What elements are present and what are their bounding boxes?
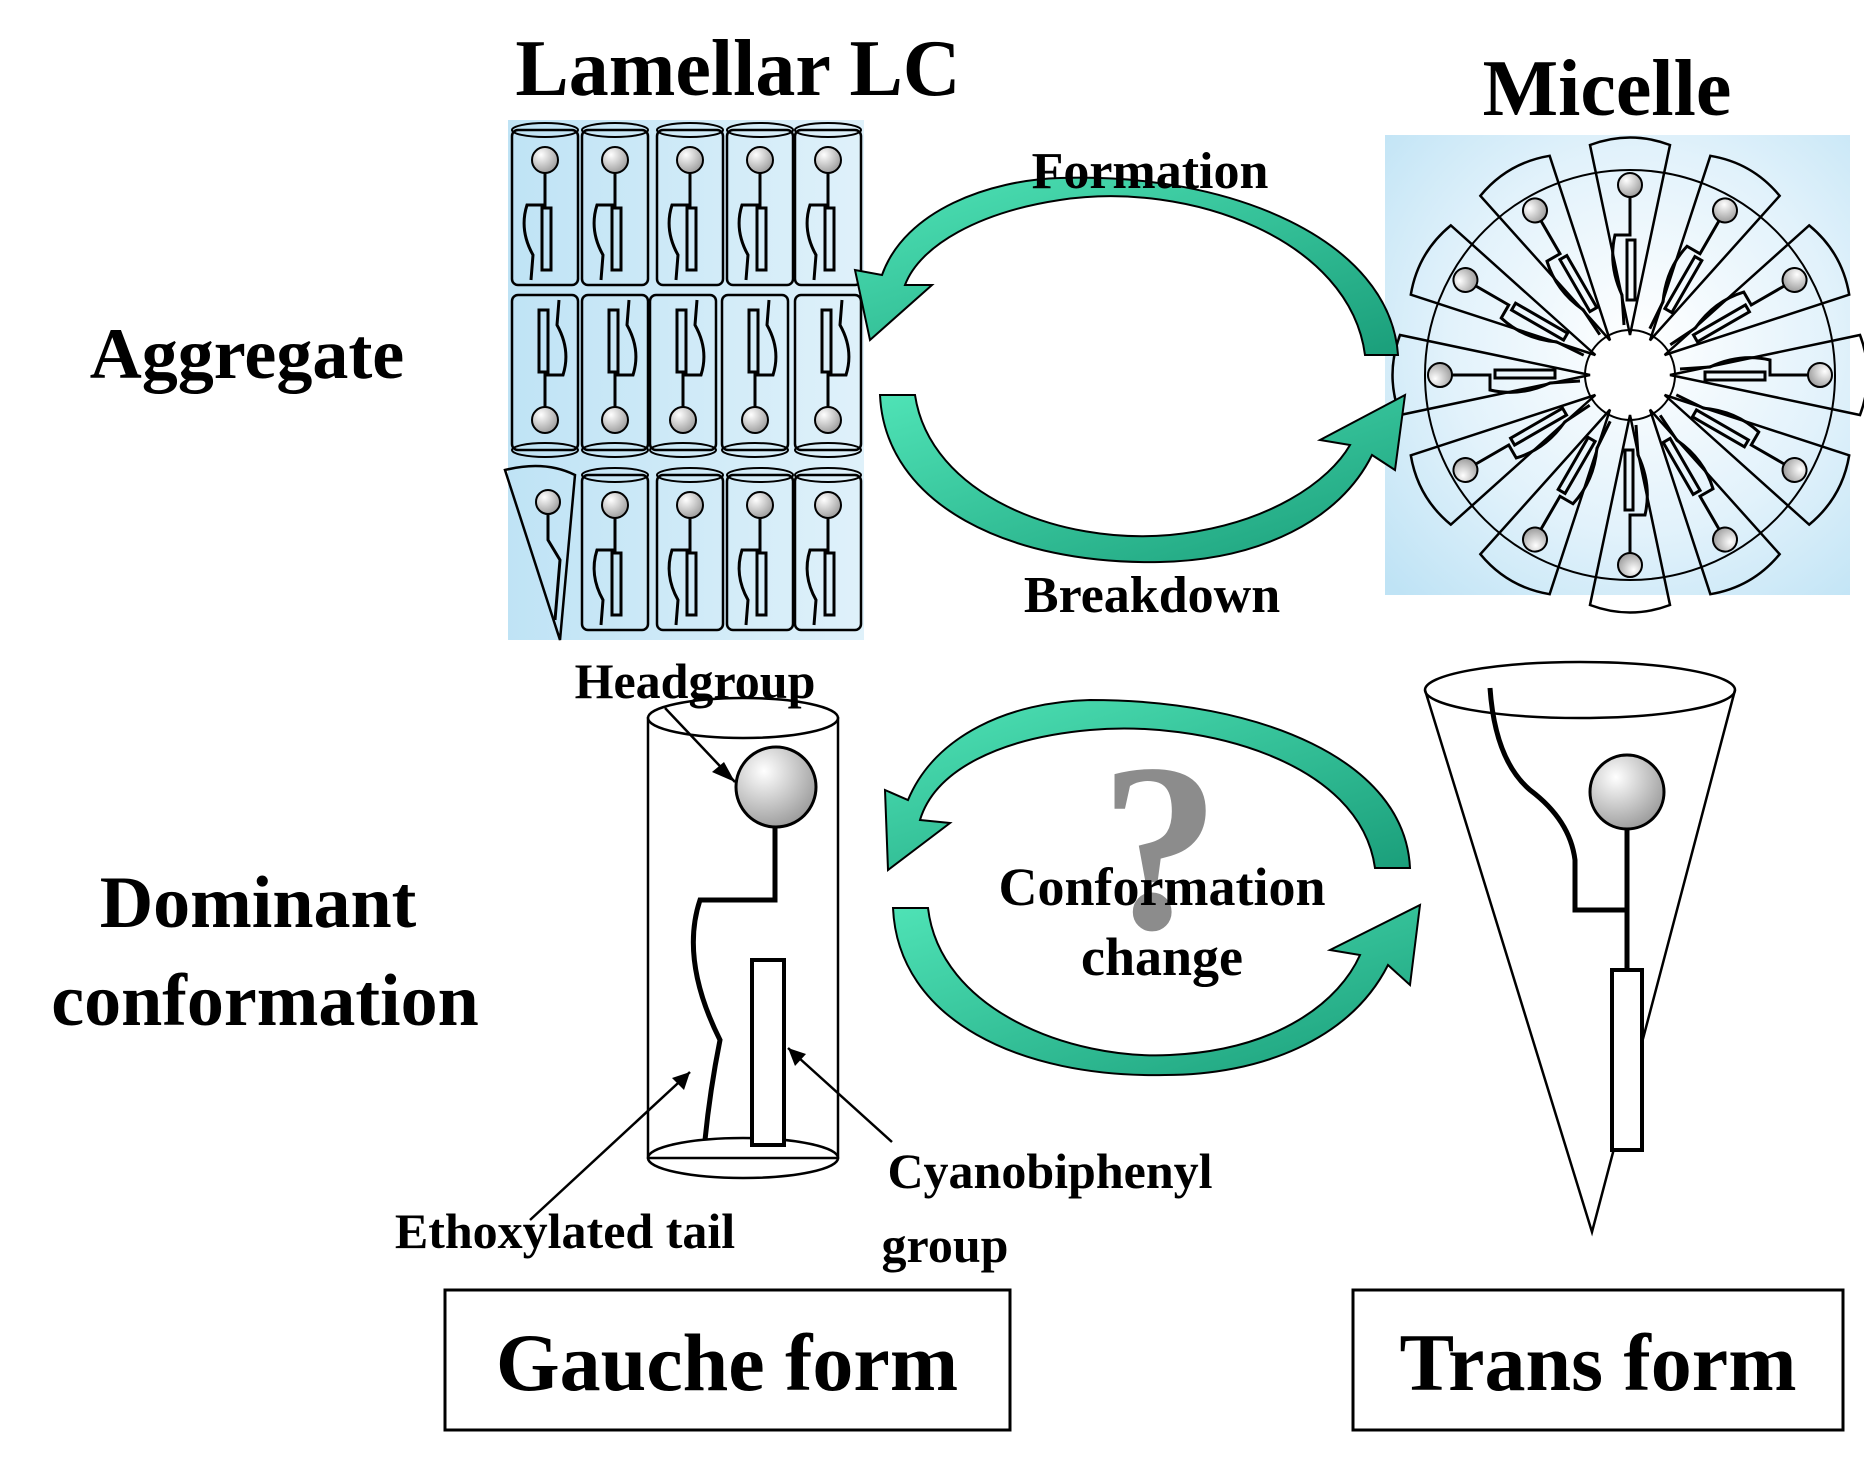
- formation-label: Formation: [1032, 143, 1269, 200]
- conformation-change-label-line1: Conformation: [999, 857, 1326, 917]
- headgroup-circle: [734, 745, 818, 829]
- conformation-change-label-line2: change: [1081, 927, 1243, 987]
- dominant-row-label-line1: Dominant: [100, 862, 417, 944]
- cyanobiphenyl-rod: [750, 958, 786, 1147]
- trans-form-label: Trans form: [1399, 1317, 1796, 1408]
- cyanobiphenyl-pointer: [787, 1047, 893, 1143]
- trans-form-box: Trans form: [1351, 1288, 1845, 1432]
- lamellar-lc-title: Lamellar LC: [515, 25, 960, 113]
- trans-form-illustration: [1423, 660, 1737, 1237]
- gauche-form-box: Gauche form: [443, 1288, 1012, 1432]
- conformation-left-arrow: [883, 698, 1412, 872]
- aggregate-row-label: Aggregate: [90, 314, 405, 394]
- breakdown-arrow: [878, 393, 1407, 564]
- question-mark: ?: [1100, 714, 1220, 980]
- gauche-form-illustration: [529, 696, 893, 1221]
- micelle-illustration: [1385, 135, 1864, 614]
- ethoxylated-tail-label: Ethoxylated tail: [395, 1203, 735, 1259]
- formation-arrow: [853, 176, 1400, 356]
- breakdown-label: Breakdown: [1024, 567, 1280, 624]
- ethoxylated-tail-pointer: [529, 1071, 691, 1221]
- dominant-row-label-line2: conformation: [51, 960, 479, 1042]
- lamellar-lc-illustration: [503, 120, 864, 641]
- cyanobiphenyl-label-line1: Cyanobiphenyl: [887, 1143, 1212, 1199]
- conformation-right-arrow: [891, 903, 1422, 1077]
- gauche-form-label: Gauche form: [496, 1317, 958, 1408]
- headgroup-pointer: [664, 707, 736, 783]
- micelle-title: Micelle: [1483, 45, 1732, 133]
- cyanobiphenyl-label-line2: group: [882, 1217, 1009, 1273]
- headgroup-label: Headgroup: [575, 653, 816, 709]
